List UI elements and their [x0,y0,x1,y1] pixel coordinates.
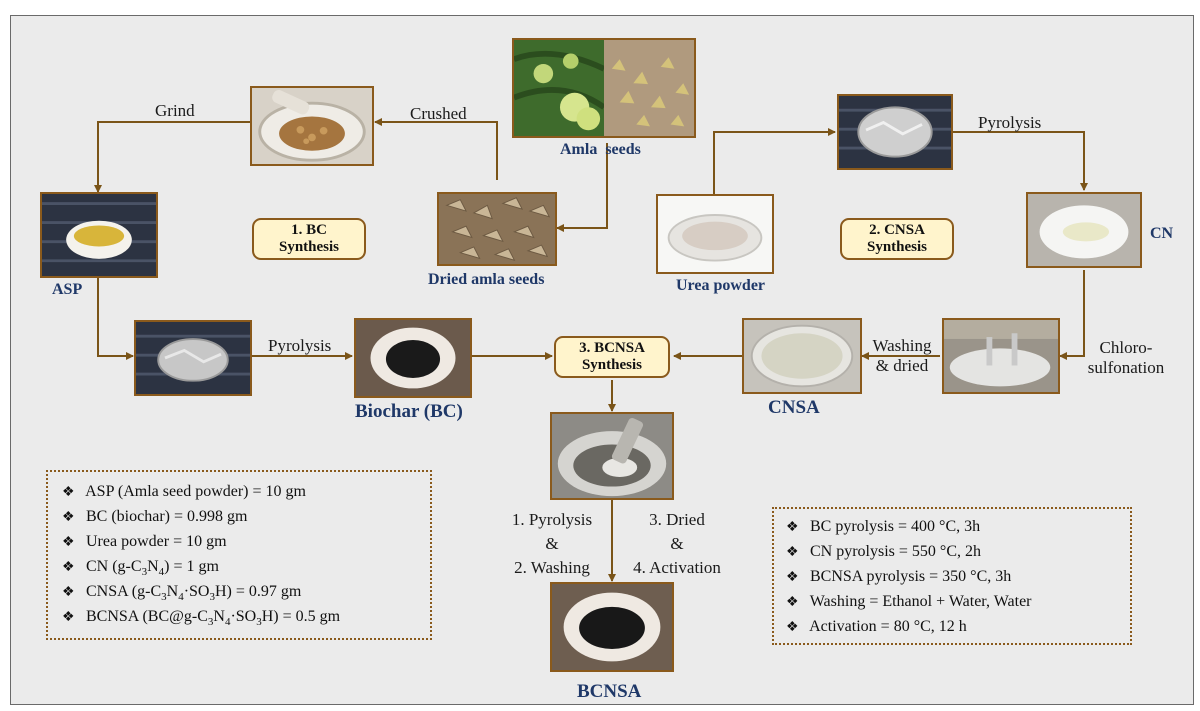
label-chloro-line1: Chloro- [1086,338,1166,358]
cnsa-dish-image [744,320,860,392]
dried-seeds-image [439,194,555,264]
condition-item: ❖ BC pyrolysis = 400 °C, 3h [786,517,980,538]
label-washing-line2: & dried [864,356,940,376]
asp-bowl-image [42,194,156,276]
bullet-icon: ❖ [786,543,806,563]
step-bcnsa-line2: Synthesis [579,357,645,374]
bullet-icon: ❖ [786,568,806,588]
label-left-line3: 2. Washing [500,556,604,580]
dried-amla-seeds-caption: Dried amla seeds [428,270,544,290]
label-right-line1: 3. Dried [620,508,734,532]
label-right-line2: & [620,532,734,556]
bullet-icon: ❖ [786,618,806,638]
arrow-asp-to-foil [98,278,133,356]
label-grind: Grind [155,101,195,121]
label-washing-line1: Washing [864,336,940,356]
bullet-icon: ❖ [62,508,82,528]
bullet-icon: ❖ [62,558,82,578]
foil-left-photo [134,320,252,396]
bcnsa-image [552,584,672,670]
label-pyrolysis-mid: Pyrolysis [268,336,331,356]
urea-powder-caption: Urea powder [676,276,765,296]
label-right-line3: 4. Activation [620,556,734,580]
step-bc-line2: Synthesis [279,239,339,256]
condition-item: ❖ Washing = Ethanol + Water, Water [786,592,1032,613]
cnsa-caption: CNSA [768,398,820,418]
label-dried-activation: 3. Dried & 4. Activation [620,508,734,580]
arrow-pyrolysis-cn [953,132,1084,190]
step-cnsa-line2: Synthesis [867,239,927,256]
asp-caption: ASP [52,280,82,300]
bullet-icon: ❖ [62,533,82,553]
arrow-cn-to-chloro [1060,270,1084,356]
step-bcnsa-synthesis: 3. BCNSASynthesis [554,336,670,378]
arrow-grind [98,122,250,192]
mixing-photo [550,412,674,500]
bcnsa-caption: BCNSA [577,682,641,702]
bullet-icon: ❖ [786,593,806,613]
label-chloro-line2: sulfonation [1086,358,1166,378]
label-pyrolysis-top: Pyrolysis [978,113,1041,133]
chlorosulfonation-photo [942,318,1060,394]
foil-right-photo [837,94,953,170]
amla-seeds-photo [512,38,696,138]
biochar-image [356,320,470,396]
cnsa-photo [742,318,862,394]
step-bc-synthesis: 1. BCSynthesis [252,218,366,260]
urea-dish-image [658,196,772,272]
quantity-item: ❖ BC (biochar) = 0.998 gm [62,507,247,528]
urea-powder-photo [656,194,774,274]
label-washing-dried: Washing & dried [864,336,940,376]
label-left-line1: 1. Pyrolysis [500,508,604,532]
step-bcnsa-line1: 3. BCNSA [579,340,645,357]
condition-item: ❖ BCNSA pyrolysis = 350 °C, 3h [786,567,1011,588]
amla-seeds-image [514,40,694,136]
condition-item: ❖ CN pyrolysis = 550 °C, 2h [786,542,981,563]
dried-amla-seeds-photo [437,192,557,266]
crushed-seeds-photo [250,86,374,166]
quantity-item: ❖ ASP (Amla seed powder) = 10 gm [62,482,306,503]
step-cnsa-synthesis: 2. CNSASynthesis [840,218,954,260]
condition-item: ❖ Activation = 80 °C, 12 h [786,617,967,638]
bcnsa-photo [550,582,674,672]
foil-left-image [136,322,250,394]
asp-photo [40,192,158,278]
quantity-item: ❖ CN (g-C3N4) = 1 gm [62,557,219,582]
step-bc-line1: 1. BC [279,222,339,239]
biochar-photo [354,318,472,398]
label-chlorosulfonation: Chloro- sulfonation [1086,338,1166,378]
chlorosulfonation-image [944,320,1058,392]
bullet-icon: ❖ [62,608,82,628]
biochar-caption: Biochar (BC) [355,402,463,422]
label-crushed: Crushed [410,104,467,124]
quantity-item: ❖ BCNSA (BC@g-C3N4·SO3H) = 0.5 gm [62,607,340,632]
label-left-line2: & [500,532,604,556]
quantity-item: ❖ CNSA (g-C3N4·SO3H) = 0.97 gm [62,582,301,607]
bullet-icon: ❖ [62,583,82,603]
bullet-icon: ❖ [62,483,82,503]
mortar-image [252,88,372,164]
quantity-item: ❖ Urea powder = 10 gm [62,532,227,553]
mixing-mortar-image [552,414,672,498]
cn-caption: CN [1150,224,1173,244]
amla-seeds-caption: Amla seeds [560,140,641,160]
bullet-icon: ❖ [786,518,806,538]
conditions-box: ❖ BC pyrolysis = 400 °C, 3h ❖ CN pyrolys… [772,507,1132,645]
step-cnsa-line1: 2. CNSA [867,222,927,239]
foil-right-image [839,96,951,168]
arrow-urea-to-foil [714,132,835,195]
cn-photo [1026,192,1142,268]
cn-dish-image [1028,194,1140,266]
quantities-box: ❖ ASP (Amla seed powder) = 10 gm ❖ BC (b… [46,470,432,640]
label-pyrolysis-washing: 1. Pyrolysis & 2. Washing [500,508,604,580]
arrow-crushed [375,122,497,180]
